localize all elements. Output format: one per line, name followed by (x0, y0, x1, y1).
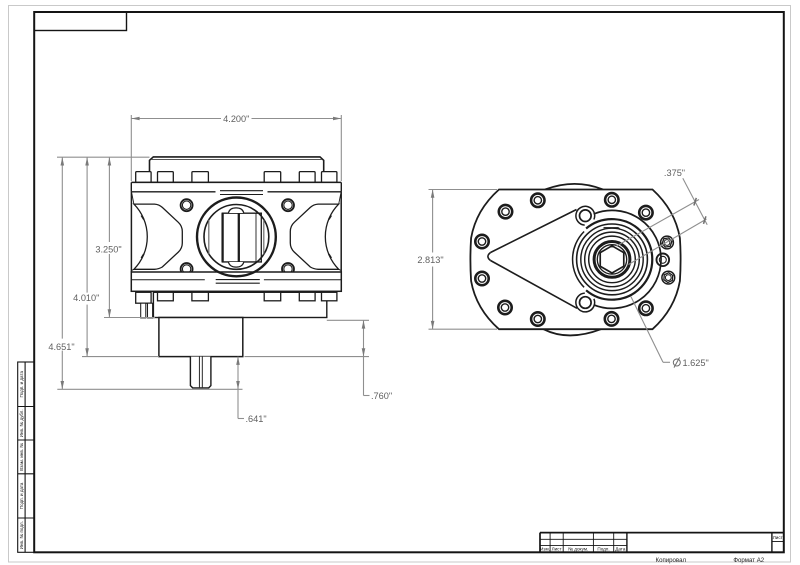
svg-text:4.200": 4.200" (223, 114, 249, 124)
svg-text:Подп. и дата: Подп. и дата (19, 371, 24, 398)
svg-text:2.813": 2.813" (417, 255, 443, 265)
svg-text:.641": .641" (246, 414, 267, 424)
svg-text:4.010": 4.010" (73, 293, 99, 303)
svg-text:№ докум.: № докум. (568, 547, 588, 552)
svg-text:.760": .760" (371, 391, 392, 401)
svg-text:3.250": 3.250" (95, 244, 121, 254)
svg-text:Инв. № дубл.: Инв. № дубл. (19, 409, 24, 437)
svg-text:Изм.: Изм. (540, 547, 550, 552)
svg-text:Подп.: Подп. (597, 547, 609, 552)
svg-text:Лист: Лист (552, 547, 563, 552)
svg-text:Дата: Дата (615, 547, 626, 552)
svg-text:Формат А2: Формат А2 (733, 557, 764, 564)
svg-text:4.651": 4.651" (48, 342, 74, 352)
svg-text:.375": .375" (664, 168, 685, 178)
svg-text:Инв. № подл.: Инв. № подл. (19, 521, 24, 549)
svg-text:Копировал: Копировал (656, 557, 687, 564)
svg-text:Подп. и дата: Подп. и дата (19, 482, 24, 509)
svg-text:Взам. инв. №: Взам. инв. № (19, 443, 24, 471)
svg-text:1.625": 1.625" (683, 358, 709, 368)
svg-text:Лист: Лист (773, 535, 784, 540)
